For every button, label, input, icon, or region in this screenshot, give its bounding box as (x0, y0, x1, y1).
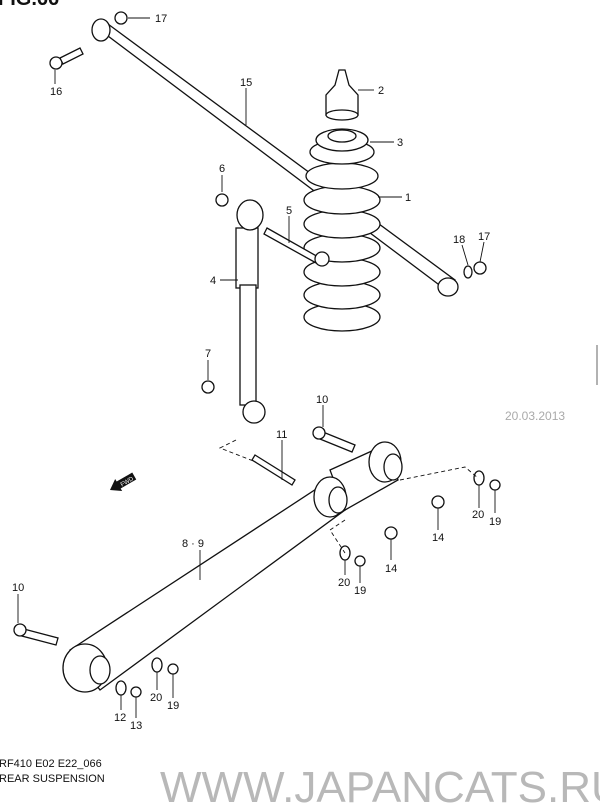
callout: 4 (210, 275, 216, 287)
front-direction-arrow: FWD (110, 472, 137, 492)
watermark-date: 20.03.2013 (505, 409, 565, 423)
callout: 6 (219, 163, 225, 175)
callout: 2 (378, 85, 384, 97)
diagram-name: REAR SUSPENSION (0, 773, 105, 785)
shock-absorber (235, 199, 266, 424)
upper-link-rod (91, 18, 459, 297)
nuts (49, 11, 487, 394)
trailing-arm (62, 441, 403, 693)
coil-spring (303, 139, 381, 332)
callout: 19 (167, 700, 179, 712)
callout: 16 (50, 86, 62, 98)
callout: 20 (150, 692, 162, 704)
callout: 17 (478, 231, 490, 243)
bolt-16 (59, 47, 84, 65)
callout: 1 (405, 192, 411, 204)
callout: 8 · 9 (182, 538, 204, 550)
callout: 18 (453, 234, 465, 246)
leader-lines (17, 17, 496, 718)
callout: 19 (489, 516, 501, 528)
callout: 20 (472, 509, 484, 521)
bolt-5 (263, 227, 330, 267)
watermark: WWW.JAPANCATS.RU (160, 763, 600, 812)
callout: 7 (205, 348, 211, 360)
bump-stopper (325, 69, 359, 121)
callout: 12 (114, 712, 126, 724)
callout: 20 (338, 577, 350, 589)
callouts: 17 16 15 2 3 1 6 5 4 7 18 17 10 11 8 · 9… (12, 13, 501, 732)
callout: 10 (12, 582, 24, 594)
callout: 15 (240, 77, 252, 89)
callout: 3 (397, 137, 403, 149)
callout: 5 (286, 205, 292, 217)
callout: 11 (276, 429, 287, 441)
callout: 13 (130, 720, 142, 732)
callout: 14 (432, 532, 444, 544)
spring-seat (315, 128, 369, 152)
diagram-code: RF410 E02 E22_066 (0, 758, 102, 770)
callout: 17 (155, 13, 167, 25)
figure-title: FIG.66 (0, 0, 59, 11)
bolts-lower (13, 426, 501, 698)
callout: 10 (316, 394, 328, 406)
callout: 19 (354, 585, 366, 597)
callout: 14 (385, 563, 397, 575)
